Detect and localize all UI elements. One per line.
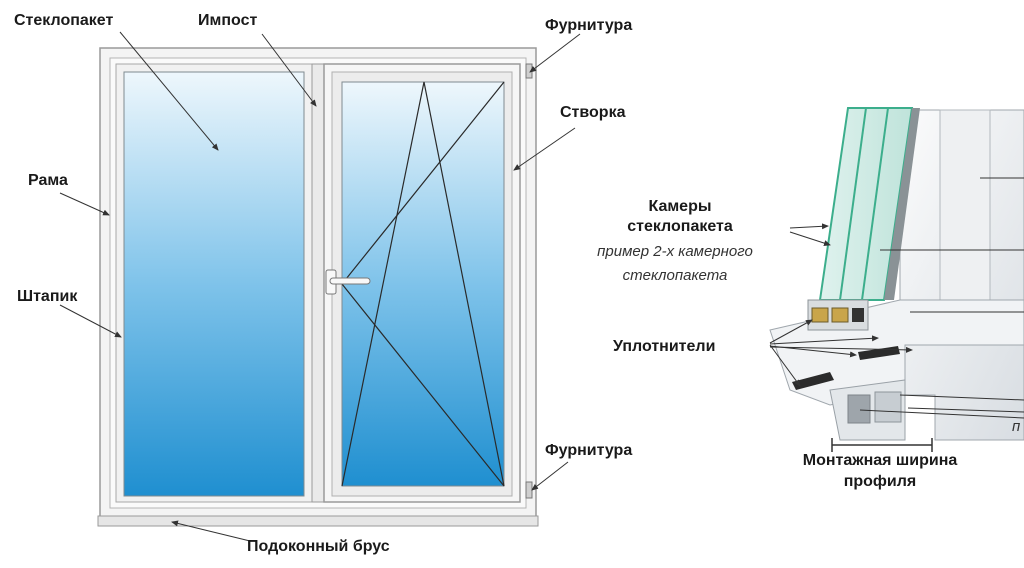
label-hardware-bottom: Фурнитура <box>545 442 633 459</box>
profile-cross-section <box>769 107 1024 452</box>
label-cut-letter: п <box>1012 418 1021 435</box>
tilt-symbol <box>341 81 505 487</box>
profile-leader-lines <box>769 177 1024 419</box>
label-chambers-line2: стеклопакета <box>627 218 733 235</box>
label-impost: Импост <box>198 12 258 29</box>
sill-bar <box>97 515 539 527</box>
window-leader-lines <box>59 31 581 542</box>
label-sash: Створка <box>560 104 626 121</box>
window-front-view <box>97 47 539 527</box>
label-mount-width-line2: профиля <box>843 473 917 490</box>
label-glass-unit: Стеклопакет <box>14 12 114 29</box>
label-sill-bar: Подоконный брус <box>247 538 390 555</box>
label-chambers-line1: Камеры <box>648 198 712 215</box>
impost-bar <box>311 63 325 503</box>
window-handle <box>325 269 371 295</box>
label-example-line1: пример 2-х камерного <box>597 243 753 260</box>
hinge-bottom <box>525 481 533 499</box>
glass-pane-left <box>123 71 305 497</box>
label-glazing-bead: Штапик <box>17 288 78 305</box>
label-frame: Рама <box>28 172 68 189</box>
label-example-line2: стеклопакета <box>622 267 728 284</box>
label-hardware-top: Фурнитура <box>545 17 633 34</box>
label-seals: Уплотнители <box>613 338 716 355</box>
label-mount-width-line1: Монтажная ширина <box>802 452 958 469</box>
